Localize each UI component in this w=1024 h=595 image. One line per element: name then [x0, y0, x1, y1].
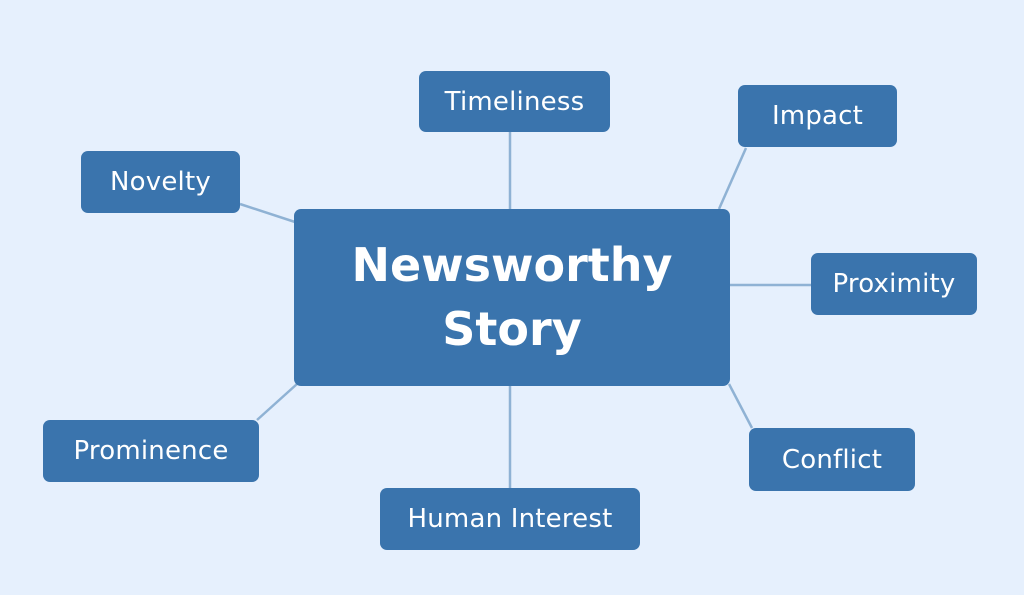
node-prominence-label: Prominence	[73, 436, 229, 466]
node-conflict-label: Conflict	[781, 444, 883, 475]
node-human-interest: Human Interest	[380, 488, 640, 550]
node-impact-label: Impact	[771, 101, 864, 131]
node-impact: Impact	[738, 85, 897, 147]
connector-conflict	[727, 383, 754, 429]
connector-prominence	[256, 383, 298, 421]
node-timeliness: Timeliness	[419, 71, 610, 132]
node-novelty-label: Novelty	[110, 167, 211, 197]
node-novelty: Novelty	[81, 151, 240, 213]
connector-impact	[717, 147, 748, 210]
central-topic-line-2: Story	[442, 301, 582, 356]
node-human-interest-label: Human Interest	[407, 504, 613, 534]
node-conflict: Conflict	[749, 428, 915, 491]
connector-novelty	[239, 202, 296, 224]
node-prominence: Prominence	[43, 420, 259, 482]
node-proximity-label: Proximity	[832, 269, 956, 299]
central-topic-newsworthy-story: Newsworthy Story	[294, 209, 730, 386]
central-topic-label: Newsworthy Story	[351, 234, 672, 361]
central-topic-line-1: Newsworthy	[351, 238, 673, 293]
node-proximity: Proximity	[811, 253, 977, 315]
node-timeliness-label: Timeliness	[444, 86, 585, 117]
